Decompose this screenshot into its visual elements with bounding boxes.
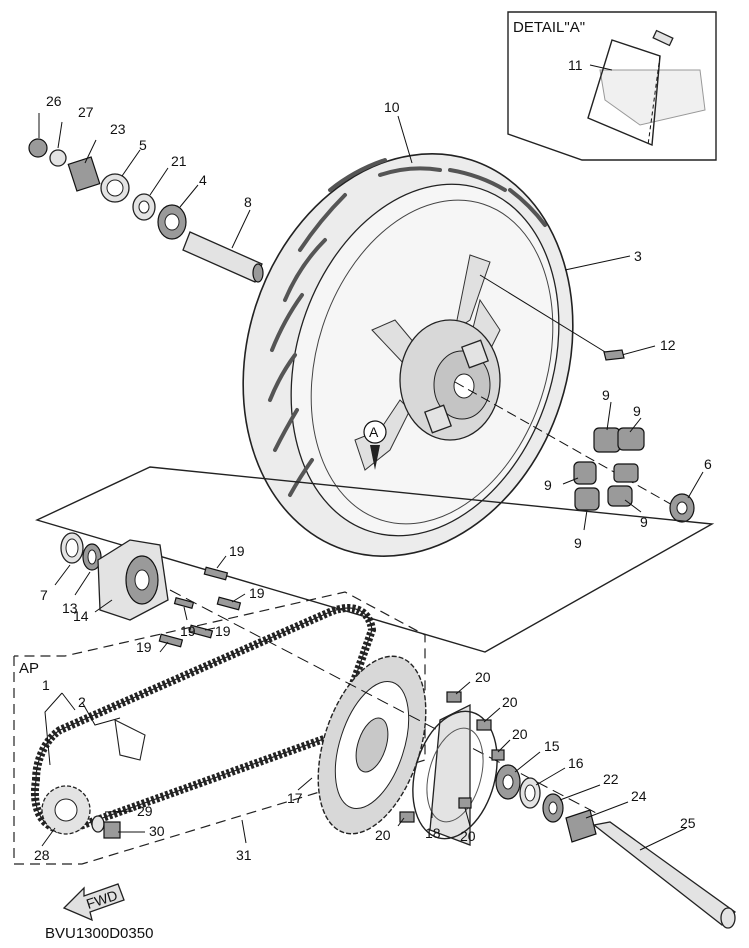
part-label-5: 5 — [139, 137, 147, 153]
part-label-3: 3 — [634, 248, 642, 264]
part-label-9c: 9 — [544, 477, 552, 493]
part-label-14: 14 — [73, 608, 89, 624]
part-label-30: 30 — [149, 823, 165, 839]
fwd-arrow: FWD — [62, 883, 125, 922]
part-label-16: 16 — [568, 755, 584, 771]
rear-sprocket — [317, 655, 427, 835]
detail-a-box: DETAIL"A" 11 — [507, 11, 717, 161]
part-label-9a: 9 — [602, 387, 610, 403]
right-axle-parts: 20 20 20 20 20 18 15 16 22 24 25 — [375, 669, 737, 929]
part-label-31: 31 — [236, 847, 252, 863]
part-label-11: 11 — [568, 57, 583, 73]
damper-group: 9 9 9 9 9 6 — [544, 387, 712, 551]
part-label-15: 15 — [544, 738, 560, 754]
front-sprocket — [41, 785, 121, 839]
part-label-20c: 20 — [512, 726, 528, 742]
part-label-1: 1 — [42, 677, 50, 693]
reference-code: BVU1300D0350 — [45, 925, 153, 942]
part-label-9e: 9 — [640, 514, 648, 530]
part-label-19a: 19 — [229, 543, 245, 559]
left-axle-parts: 26 27 23 5 21 4 8 — [28, 93, 264, 283]
part-label-20b: 20 — [502, 694, 518, 710]
part-label-29: 29 — [137, 803, 153, 819]
part-label-26: 26 — [46, 93, 62, 109]
detail-a-marker — [363, 420, 387, 444]
part-label-8: 8 — [244, 194, 252, 210]
rear-wheel: A — [242, 153, 574, 557]
part-label-24: 24 — [631, 788, 647, 804]
part-label-10: 10 — [384, 99, 400, 115]
part-label-19e: 19 — [136, 639, 152, 655]
part-label-19b: 19 — [249, 585, 265, 601]
part-label-19c: 19 — [180, 623, 196, 639]
part-label-18: 18 — [425, 825, 441, 841]
part-label-22: 22 — [603, 771, 619, 787]
part-label-9d: 9 — [574, 535, 582, 551]
part-label-17: 17 — [287, 790, 303, 806]
detail-a-marker-label: A — [369, 424, 379, 440]
part-label-4: 4 — [199, 172, 207, 188]
part-label-7: 7 — [40, 587, 48, 603]
part-label-13: 13 — [62, 600, 78, 616]
part-label-25: 25 — [680, 815, 696, 831]
chain-labels: 1 2 29 30 28 31 17 — [34, 677, 313, 863]
part-label-9b: 9 — [633, 403, 641, 419]
part-label-6: 6 — [704, 456, 712, 472]
part-label-20d: 20 — [375, 827, 391, 843]
part-label-28: 28 — [34, 847, 50, 863]
part-label-21: 21 — [171, 153, 187, 169]
ap-label: AP — [19, 660, 39, 677]
detail-a-label: DETAIL"A" — [513, 19, 585, 36]
part-label-19d: 19 — [215, 623, 231, 639]
drive-chain — [30, 604, 377, 834]
part-label-12: 12 — [660, 337, 676, 353]
part-label-23: 23 — [110, 121, 126, 137]
part-label-20a: 20 — [475, 669, 491, 685]
clutch-hub-group: 7 13 14 19 19 19 19 19 — [40, 532, 265, 655]
part-label-2: 2 — [78, 694, 86, 710]
part-label-27: 27 — [78, 104, 94, 120]
part-label-20e: 20 — [460, 828, 476, 844]
hub-assembly-frame — [35, 466, 715, 653]
